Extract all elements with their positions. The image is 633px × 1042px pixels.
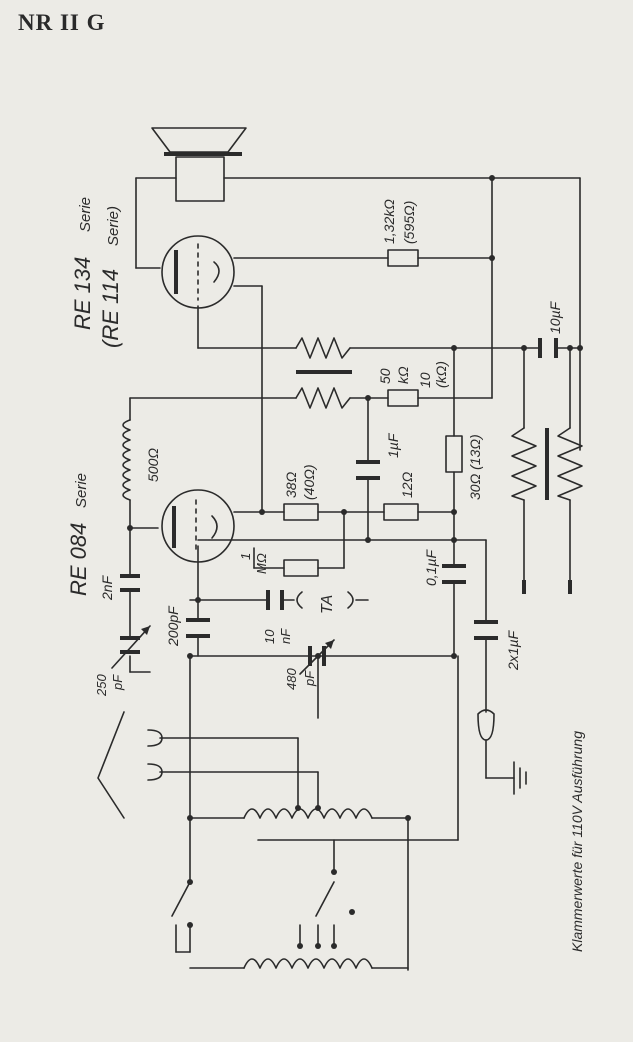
r-38-label: 38Ω bbox=[283, 471, 299, 498]
antenna-icon bbox=[97, 711, 163, 819]
r-10k-unit: (kΩ) bbox=[433, 361, 449, 388]
page-title: NR II G bbox=[18, 10, 106, 35]
c-10nF-top-label: 10 bbox=[262, 629, 277, 644]
c-1uF-label: 1µF bbox=[385, 432, 401, 458]
c-250pF-label: pF bbox=[110, 674, 125, 691]
transformer-icon bbox=[295, 337, 352, 409]
output-tube-suffix: Serie bbox=[77, 197, 94, 232]
detector-tube-icon bbox=[161, 489, 235, 563]
c-01uF-label: 0,1µF bbox=[423, 548, 439, 586]
c-10nF-label: nF bbox=[278, 628, 293, 644]
output-tube-alt-label: (RE 114 bbox=[98, 269, 123, 348]
wiring bbox=[129, 177, 581, 971]
coil-500-icon bbox=[122, 419, 131, 501]
c-200pF-label: 200pF bbox=[165, 605, 181, 647]
ta-connector-icon bbox=[296, 591, 354, 609]
r-1M-label: MΩ bbox=[254, 553, 269, 574]
r-10k-label: 10 bbox=[417, 372, 433, 388]
r-595-label: (595Ω) bbox=[401, 201, 417, 244]
r-50k-label: 50 bbox=[377, 368, 393, 384]
r-40-label: (40Ω) bbox=[301, 464, 317, 500]
detector-tube-suffix: Serie bbox=[73, 473, 90, 508]
resistor-boxes bbox=[283, 249, 463, 577]
footnote: Klammerwerte für 110V Ausführung bbox=[569, 731, 585, 952]
c-250pF-top-label: 250 bbox=[94, 674, 109, 697]
output-tube-icon bbox=[161, 235, 235, 309]
tuning-coil-upper-icon bbox=[243, 808, 373, 819]
c-10uF-label: 10µF bbox=[547, 300, 563, 334]
variable-capacitor-icon bbox=[111, 625, 335, 675]
r-1M-top-label: 1 bbox=[238, 553, 253, 560]
c-2x1uF-label: 2x1µF bbox=[505, 629, 521, 671]
detector-tube-label: RE 084 bbox=[66, 523, 91, 596]
tuning-coil-lower-icon bbox=[243, 958, 373, 969]
r-50k-unit: kΩ bbox=[395, 366, 411, 384]
capacitors bbox=[120, 338, 558, 640]
ground-icon bbox=[477, 709, 527, 795]
output-tube-label: RE 134 bbox=[70, 257, 95, 330]
l-500-label: 500Ω bbox=[145, 448, 161, 482]
c-480pF-label: pF bbox=[302, 670, 317, 687]
loudspeaker-icon bbox=[151, 127, 247, 202]
output-coils-icon bbox=[511, 427, 583, 501]
c-480pF-top-label: 480 bbox=[284, 668, 299, 690]
r-132k-label: 1,32kΩ bbox=[381, 199, 397, 244]
c-2nF-label: 2nF bbox=[99, 574, 115, 601]
ta-label: TA bbox=[319, 595, 336, 614]
r-12-label: 12Ω bbox=[399, 471, 415, 498]
output-tube-alt-suffix: Serie) bbox=[105, 206, 122, 246]
labels: RE 134 Serie (RE 114 Serie) RE 084 Serie… bbox=[66, 197, 585, 952]
r-30-label: 30Ω (13Ω) bbox=[467, 434, 483, 500]
